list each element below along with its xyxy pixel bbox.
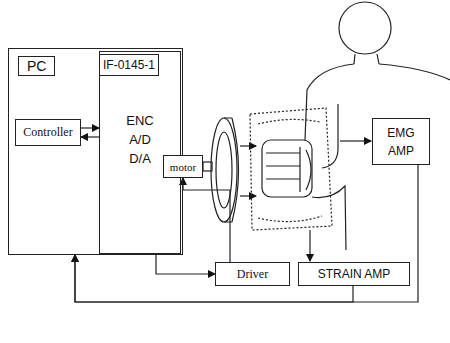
controller-box: Controller [15, 119, 81, 146]
shoulder-outline [305, 64, 354, 140]
driver-box: Driver [215, 262, 290, 286]
signal-line [81, 136, 99, 137]
neck [354, 54, 379, 64]
interface-board: IF-0145-1ENC A/D D/A [99, 51, 181, 254]
disk [211, 118, 237, 222]
shoulder-outline [379, 64, 450, 80]
box-label: Driver [237, 267, 268, 282]
disk-rim [224, 118, 232, 222]
channel-list: ENC A/D D/A [120, 112, 160, 169]
amp-box: EMG AMP [372, 118, 430, 165]
emg-signal [340, 140, 371, 141]
coupling-arrow [240, 195, 256, 196]
pc-label: PC [18, 56, 55, 76]
fist [262, 140, 312, 197]
disk-rim [232, 118, 239, 222]
signal-line [81, 127, 99, 128]
head [339, 2, 391, 54]
amp-box: STRAIN AMP [298, 262, 410, 286]
torso-side [312, 186, 346, 250]
wrist-device [250, 108, 332, 230]
signal-line [75, 165, 418, 302]
motor-box: motor [163, 155, 203, 178]
upper-arm [322, 104, 338, 168]
strain-signal [309, 230, 310, 261]
wrist-device [258, 119, 322, 221]
fingers [266, 147, 311, 192]
box-label: Controller [23, 125, 72, 140]
box-label: motor [170, 161, 196, 173]
pc-box: PC IF-0145-1ENC A/D D/A Controller [8, 48, 183, 255]
signal-line [156, 254, 215, 274]
coupling-arrow [240, 145, 256, 146]
box-label: EMG AMP [384, 124, 418, 160]
box-label: STRAIN AMP [318, 267, 391, 281]
signal-line [183, 178, 230, 262]
board-name: IF-0145-1 [99, 54, 159, 76]
